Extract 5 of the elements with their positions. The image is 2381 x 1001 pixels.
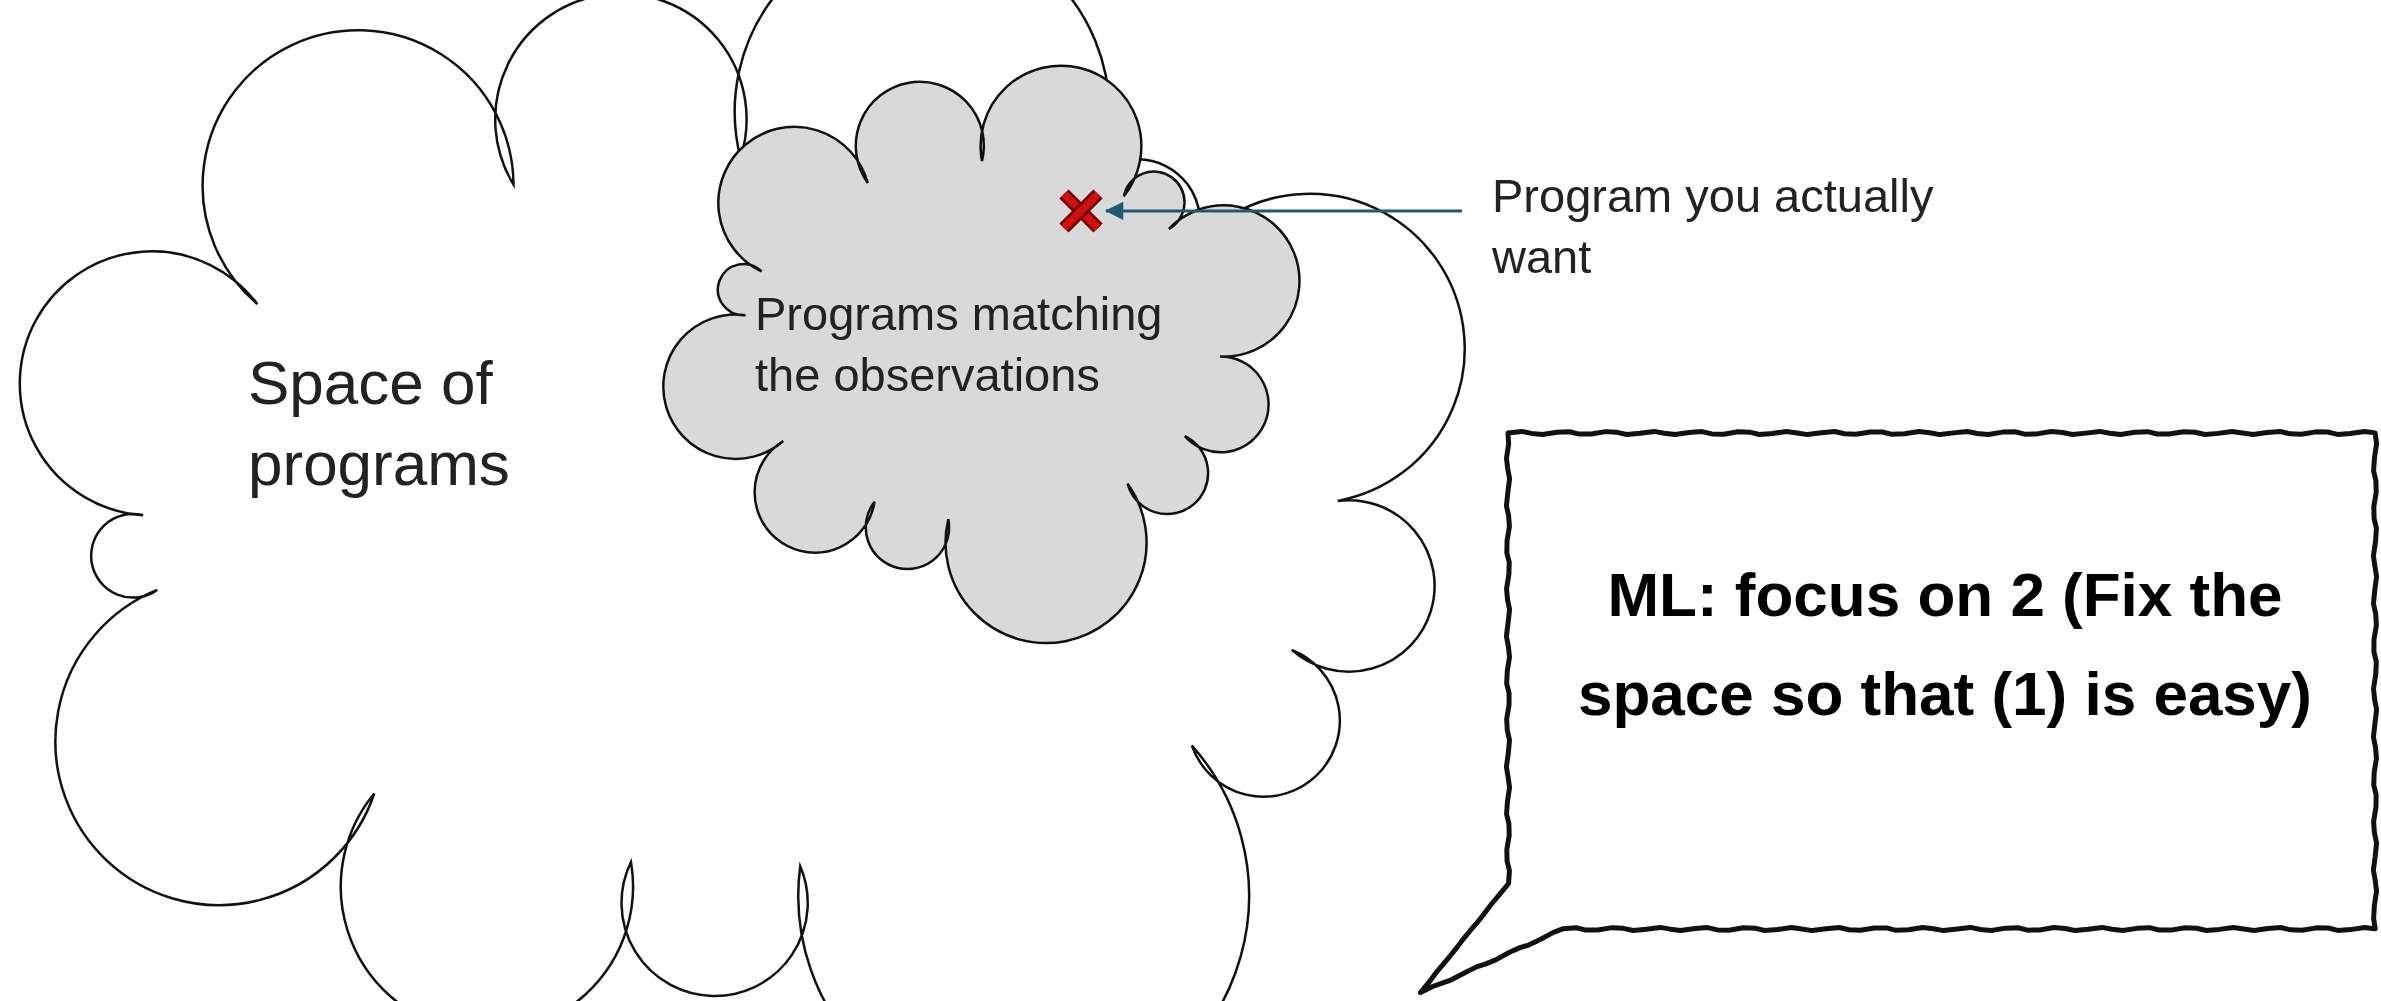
arrow: [1105, 201, 1462, 220]
callout-text: Program you actually want: [1492, 168, 1935, 286]
cloud-label: Space of programs: [248, 347, 511, 500]
cloud-label: Programs matching the observations: [755, 286, 1164, 404]
speech-bubble-text: ML: focus on 2 (Fix the space so that (1) is easy): [1577, 559, 2313, 731]
